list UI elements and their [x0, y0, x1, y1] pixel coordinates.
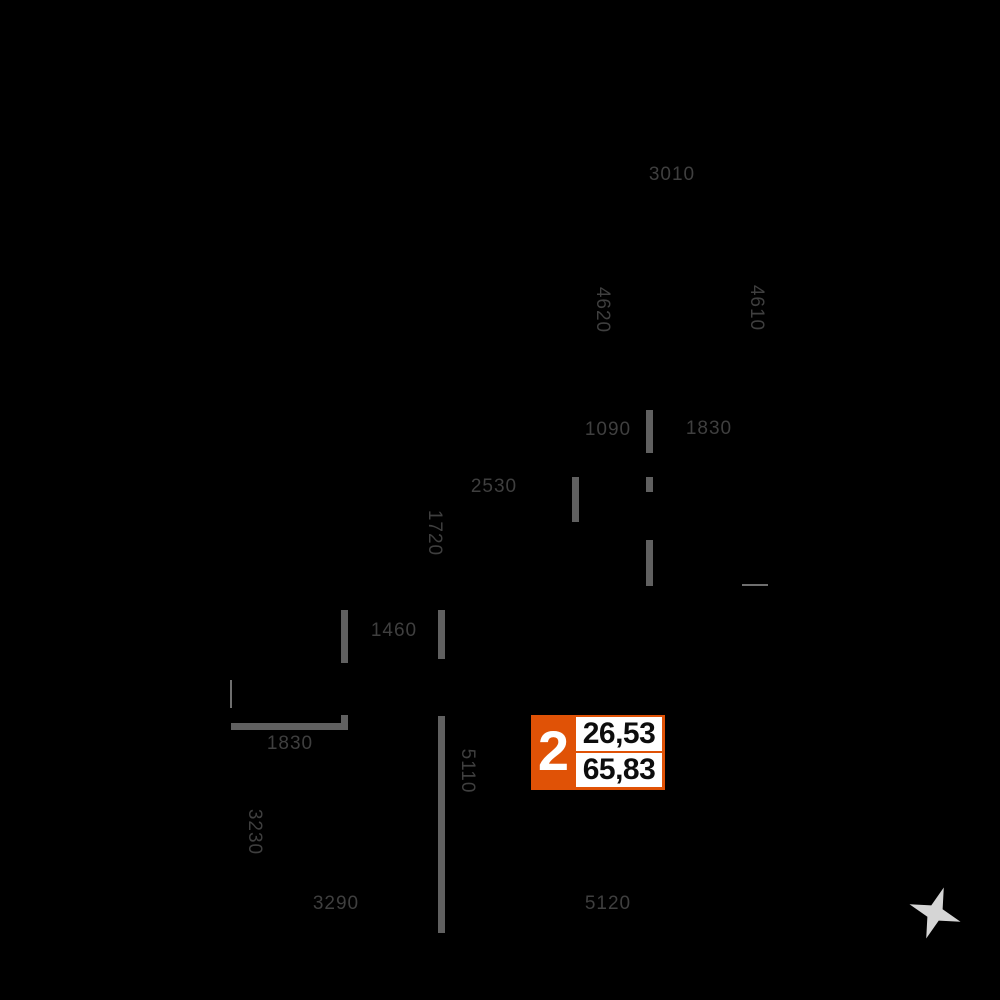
wall-segment — [646, 477, 653, 492]
wall-segment — [438, 610, 445, 659]
dimension-label: 1090 — [584, 419, 632, 440]
apartment-area-bottom-value: 65,83 — [576, 753, 662, 787]
apartment-rooms-count: 2 — [537, 718, 570, 782]
apartment-badge[interactable]: 2 26,53 65,83 — [531, 715, 665, 790]
dimension-label: 1720 — [424, 509, 445, 557]
wall-segment — [646, 410, 653, 453]
wall-segment — [231, 723, 347, 730]
apartment-area-top-value: 26,53 — [576, 717, 662, 751]
dimension-label: 3230 — [244, 808, 265, 856]
dimension-label: 4620 — [592, 286, 613, 334]
dimension-label: 5110 — [457, 748, 478, 794]
wall-segment — [438, 716, 445, 933]
dimension-label: 1460 — [370, 620, 418, 641]
wall-line — [742, 584, 768, 586]
dimension-label: 4610 — [746, 284, 767, 332]
apartment-areas: 26,53 65,83 — [576, 715, 665, 790]
dimension-label: 2530 — [470, 476, 518, 497]
compass-north-icon — [909, 887, 961, 939]
wall-segment — [646, 540, 653, 586]
wall-segment — [341, 715, 348, 730]
dimension-label: 1830 — [685, 418, 733, 439]
dimension-label: 3010 — [648, 164, 696, 185]
dimension-label: 3290 — [312, 893, 360, 914]
dimension-label: 5120 — [584, 893, 632, 914]
wall-segment — [341, 610, 348, 663]
wall-segment — [572, 477, 579, 522]
dimension-label: 1830 — [266, 733, 314, 754]
wall-line — [230, 680, 232, 708]
